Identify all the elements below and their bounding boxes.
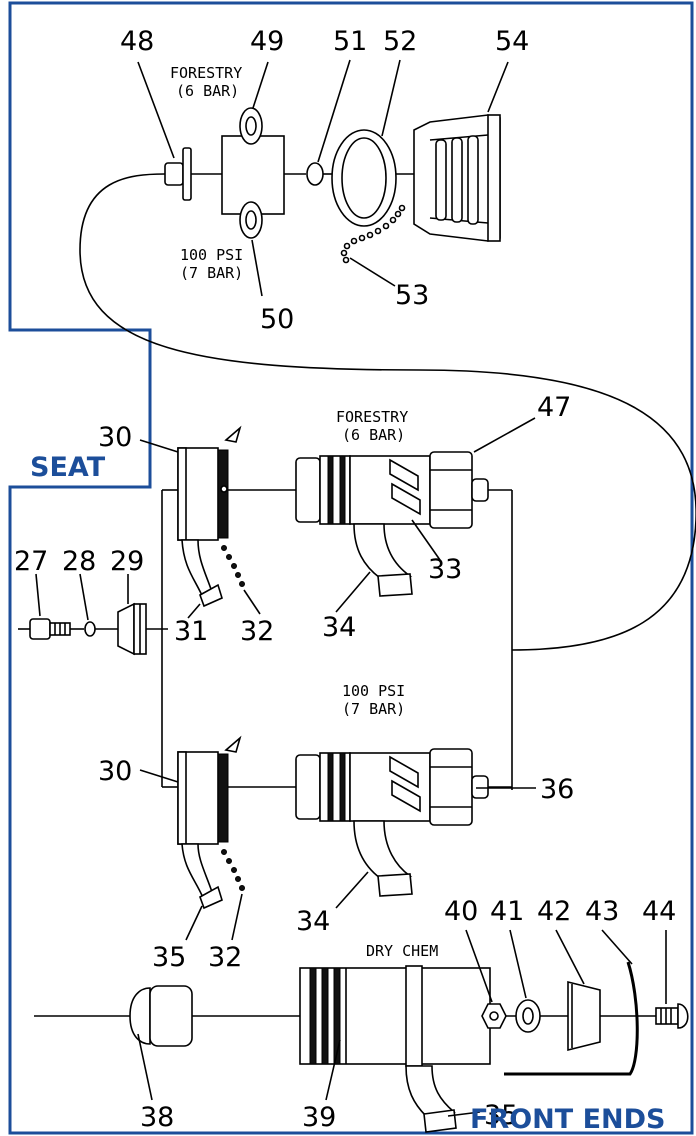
part-33-34-nozzle-forestry xyxy=(295,451,489,597)
hose-loop xyxy=(79,173,696,651)
callout-42: 42 xyxy=(537,896,571,927)
callout-39: 39 xyxy=(302,1102,336,1133)
part-44-screw xyxy=(655,1003,689,1029)
part-40-nut xyxy=(481,1003,507,1029)
part-49-50-gauge-block xyxy=(221,107,285,239)
part-49-pressure-indicator xyxy=(239,107,263,145)
part-50-pressure-indicator xyxy=(239,201,263,239)
part-30-seat-upper xyxy=(177,447,229,541)
callout-51: 51 xyxy=(333,26,367,57)
part-28-oring xyxy=(84,621,96,637)
callout-33: 33 xyxy=(428,554,462,585)
part-38-dry-chem-tip xyxy=(129,985,193,1047)
callout-43: 43 xyxy=(585,896,619,927)
callout-27: 27 xyxy=(14,546,48,577)
callout-49: 49 xyxy=(250,26,284,57)
callout-48: 48 xyxy=(120,26,154,57)
callout-30-upper: 30 xyxy=(98,422,132,453)
note-psi-top-line2: (7 BAR) xyxy=(180,264,243,282)
note-psi-mid-line1: 100 PSI xyxy=(342,682,405,700)
part-30-seat-lower xyxy=(177,751,229,845)
part-32-balls-lower xyxy=(221,849,245,891)
note-forestry-mid-line1: FORESTRY xyxy=(336,408,408,426)
callout-47: 47 xyxy=(537,392,571,423)
callout-36: 36 xyxy=(540,774,574,805)
part-51-oring xyxy=(306,162,324,186)
callout-28: 28 xyxy=(62,546,96,577)
callout-29: 29 xyxy=(110,546,144,577)
callout-38: 38 xyxy=(140,1102,174,1133)
part-53-chain xyxy=(340,204,406,264)
callout-40: 40 xyxy=(444,896,478,927)
part-54-bumper-head xyxy=(413,114,501,242)
part-39-dry-chem-body xyxy=(299,965,491,1067)
part-43-lanyard xyxy=(504,961,639,1076)
callout-34-upper: 34 xyxy=(322,612,356,643)
callout-41: 41 xyxy=(490,896,524,927)
note-forestry-top-line1: FORESTRY xyxy=(170,64,242,82)
part-48-stem xyxy=(164,147,192,201)
callout-44: 44 xyxy=(642,896,676,927)
tip-mark-lower xyxy=(224,735,242,753)
front-ends-frame xyxy=(8,1,694,1135)
part-34-36-nozzle-psi xyxy=(295,748,489,897)
part-42-cap xyxy=(567,980,601,1052)
part-27-fitting xyxy=(29,618,71,640)
note-psi-mid-line2: (7 BAR) xyxy=(342,700,405,718)
part-52-ring xyxy=(331,129,397,227)
part-31-strap xyxy=(181,539,223,608)
callout-53: 53 xyxy=(395,280,429,311)
part-41-washer xyxy=(515,999,541,1033)
section-tag-seat: SEAT xyxy=(30,452,106,483)
callout-30-lower: 30 xyxy=(98,756,132,787)
note-psi-top-line1: 100 PSI xyxy=(180,246,243,264)
callout-50: 50 xyxy=(260,304,294,335)
callout-32-lower: 32 xyxy=(208,942,242,973)
callout-34-lower: 34 xyxy=(296,906,330,937)
tip-mark-upper xyxy=(224,425,242,443)
callout-35-lower: 35 xyxy=(484,1100,518,1131)
note-dry-chem: DRY CHEM xyxy=(366,942,438,960)
note-forestry-top-line2: (6 BAR) xyxy=(176,82,239,100)
callout-52: 52 xyxy=(383,26,417,57)
part-32-balls-upper xyxy=(221,545,245,587)
leader-lines xyxy=(35,59,667,1117)
callout-31: 31 xyxy=(174,616,208,647)
callout-54: 54 xyxy=(495,26,529,57)
part-29-seat-insert xyxy=(117,602,147,656)
part-35-strap-dry-chem xyxy=(405,1065,457,1133)
callout-32-upper: 32 xyxy=(240,616,274,647)
part-35-strap-lower xyxy=(181,843,223,910)
callout-35-upper: 35 xyxy=(152,942,186,973)
note-forestry-mid-line2: (6 BAR) xyxy=(342,426,405,444)
section-tag-front-ends: FRONT ENDS xyxy=(470,1104,666,1135)
